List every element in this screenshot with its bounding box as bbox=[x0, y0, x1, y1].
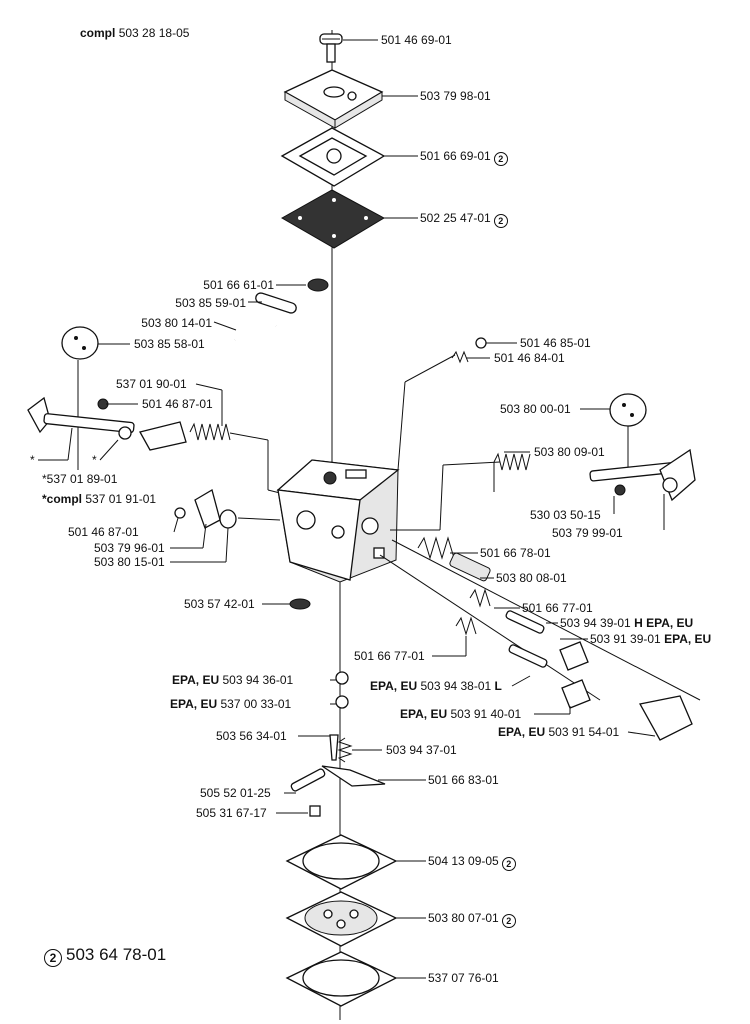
part-label: 501 46 87-01 bbox=[68, 525, 139, 539]
diaphragm-part bbox=[280, 189, 386, 249]
cap-l-part bbox=[561, 679, 591, 709]
kit-badge-icon: 2 bbox=[501, 914, 516, 928]
part-label: *537 01 89-01 bbox=[42, 472, 118, 486]
shaft-right-part bbox=[589, 448, 696, 502]
pin-part bbox=[255, 292, 297, 314]
ball-part bbox=[475, 337, 487, 349]
part-label: 505 52 01-25 bbox=[200, 786, 271, 800]
tool-part bbox=[638, 695, 693, 741]
disc-left-part bbox=[61, 326, 99, 360]
part-label: 501 46 69-01 bbox=[381, 33, 452, 47]
part-label: 503 79 99-01 bbox=[552, 526, 623, 540]
part-label: 503 80 14-01 bbox=[141, 316, 212, 330]
carburetor-body-part bbox=[276, 459, 400, 583]
spring-l-part bbox=[455, 616, 477, 636]
screw-part bbox=[449, 552, 491, 582]
cap-part bbox=[307, 278, 329, 292]
part-label: 503 94 39-01 H EPA, EU bbox=[560, 616, 694, 630]
gasket-bottom-1-part bbox=[285, 834, 398, 890]
spring-h-part bbox=[469, 588, 491, 608]
gasket-part bbox=[280, 127, 386, 187]
part-label: EPA, EU 503 94 36-01 bbox=[172, 673, 294, 687]
top-cover-part bbox=[283, 69, 384, 129]
part-label: 503 57 42-01 bbox=[184, 597, 255, 611]
spring-right-part bbox=[493, 452, 531, 471]
part-label: 503 80 09-01 bbox=[534, 445, 605, 459]
needle-h-part bbox=[505, 610, 545, 634]
footnote-number: 503 64 78-01 bbox=[66, 945, 167, 964]
spring-small-part bbox=[451, 350, 469, 364]
bushing-part bbox=[219, 509, 237, 529]
plug-b-part bbox=[335, 695, 349, 709]
cap-h-part bbox=[559, 641, 589, 671]
part-label: EPA, EU 537 00 33-01 bbox=[170, 697, 292, 711]
part-label: EPA, EU 503 91 54-01 bbox=[498, 725, 620, 739]
spring-needle-part bbox=[337, 737, 353, 763]
part-label: *compl 537 01 91-01 bbox=[42, 492, 157, 506]
part-label: 503 80 15-01 bbox=[94, 555, 165, 569]
needle-valve-part bbox=[329, 734, 339, 761]
top-screw-part bbox=[319, 33, 343, 63]
part-label: 501 46 87-01 bbox=[142, 397, 213, 411]
screen-part bbox=[289, 598, 311, 610]
part-label: * bbox=[92, 453, 97, 467]
disc-right-part bbox=[609, 393, 647, 427]
part-label: 501 66 83-01 bbox=[428, 773, 499, 787]
part-label: * bbox=[30, 453, 35, 467]
part-label: 501 66 77-01 bbox=[522, 601, 593, 615]
part-label: 501 46 84-01 bbox=[494, 351, 565, 365]
lever-pin-part bbox=[290, 768, 326, 792]
part-label: 503 80 00-01 bbox=[500, 402, 571, 416]
diaphragm-bottom-part bbox=[285, 891, 398, 947]
part-label: 505 31 67-17 bbox=[196, 806, 267, 820]
part-label: 537 01 90-01 bbox=[116, 377, 187, 391]
kit-badge-icon: 2 bbox=[493, 152, 508, 166]
part-label: 503 79 98-01 bbox=[420, 89, 491, 103]
part-label: 503 80 08-01 bbox=[496, 571, 567, 585]
washer-small-part bbox=[174, 507, 186, 519]
shaft-left-part bbox=[27, 396, 187, 451]
part-label: EPA, EU 503 91 40-01 bbox=[400, 707, 522, 721]
kit-badge-icon: 2 bbox=[493, 214, 508, 228]
part-label: 503 85 59-01 bbox=[175, 296, 246, 310]
part-label: 501 66 78-01 bbox=[480, 546, 551, 560]
part-label: 501 66 77-01 bbox=[354, 649, 425, 663]
spring-mid-part bbox=[417, 536, 455, 560]
part-label: 503 91 39-01 EPA, EU bbox=[590, 632, 712, 646]
needle-l-part bbox=[508, 644, 548, 668]
part-label: 501 66 61-01 bbox=[203, 278, 274, 292]
header-prefix: compl bbox=[80, 26, 116, 40]
part-label: 530 03 50-15 bbox=[530, 508, 601, 522]
part-label: 537 07 76-01 bbox=[428, 971, 499, 985]
header-number: 503 28 18-05 bbox=[118, 26, 190, 40]
part-label: 503 56 34-01 bbox=[216, 729, 287, 743]
header-assembly-number: compl 503 28 18-05 bbox=[80, 26, 189, 40]
gasket-bottom-2-part bbox=[285, 951, 398, 1007]
part-label: 503 94 37-01 bbox=[386, 743, 457, 757]
plug-a-part bbox=[335, 671, 349, 685]
part-label: 501 46 85-01 bbox=[520, 336, 591, 350]
spring-left-part bbox=[189, 422, 231, 441]
lever-part bbox=[321, 765, 386, 787]
kit-badge-icon: 2 bbox=[501, 857, 516, 871]
part-label: EPA, EU 503 94 38-01 L bbox=[370, 679, 502, 693]
part-label: 503 79 96-01 bbox=[94, 541, 165, 555]
bracket-part bbox=[194, 489, 221, 529]
small-screw-part bbox=[309, 805, 321, 817]
kit-badge-icon: 2 bbox=[44, 949, 62, 967]
part-label: 503 85 58-01 bbox=[134, 337, 205, 351]
